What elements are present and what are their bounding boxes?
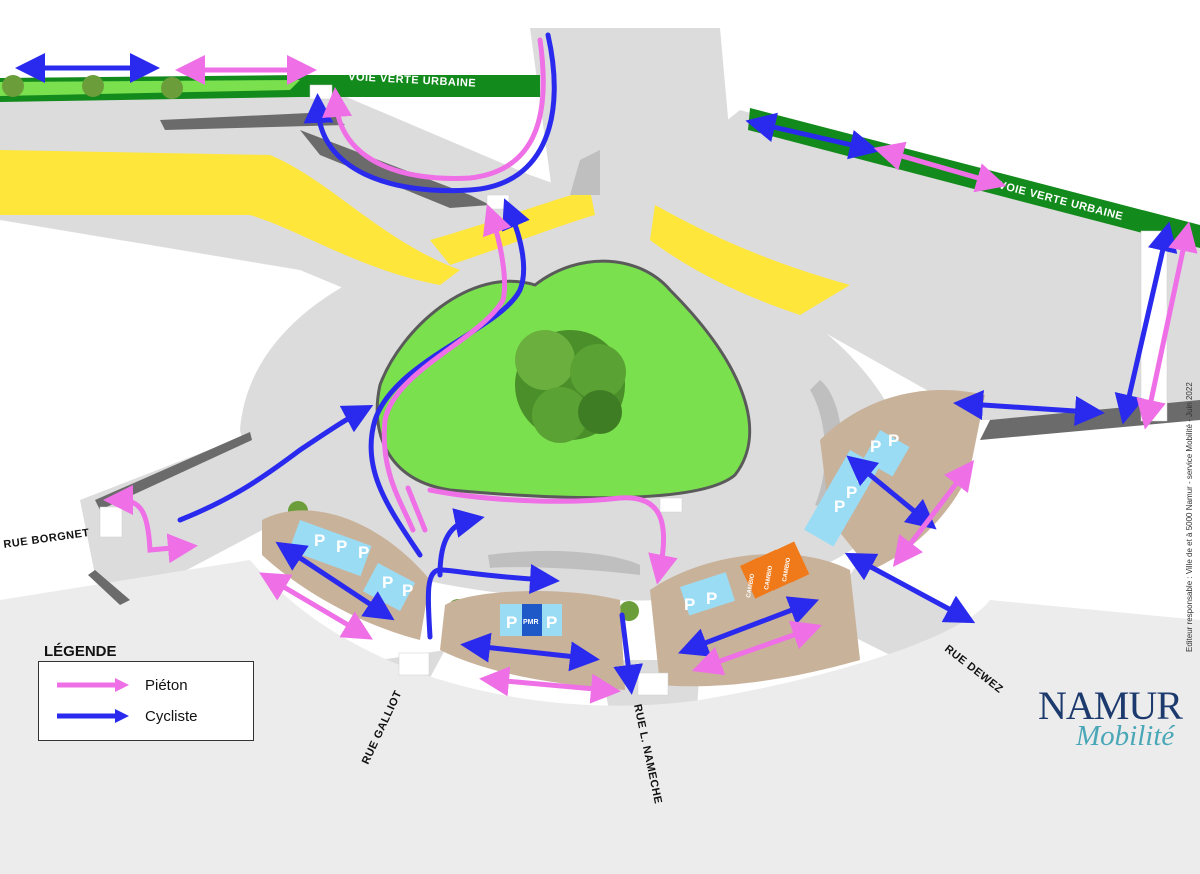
pedestrian-arrow [405, 485, 428, 533]
legend-label-cyclist: Cycliste [145, 707, 198, 725]
parking-p: P [846, 483, 857, 502]
pedestrian-arrow [322, 37, 546, 181]
parking-p: P [358, 543, 369, 562]
pedestrian-arrow [873, 141, 1007, 193]
tree-icon [515, 330, 626, 443]
pedestrian-arrow [259, 572, 373, 640]
pedestrian-arrow-icon [57, 678, 129, 692]
parking-p: P [402, 581, 413, 600]
cyclist-arrow [437, 508, 485, 578]
pedestrian-routes [103, 37, 1198, 704]
legend: Piéton Cycliste [38, 661, 254, 741]
pedestrian-arrow [892, 460, 975, 567]
pedestrian-arrow [691, 620, 823, 676]
publisher-credit: Editeur responsable : Ville de et à 5000… [1185, 382, 1194, 652]
logo-name: NAMUR [1038, 683, 1183, 728]
cyclist-arrow [745, 112, 880, 160]
cyclist-arrow [613, 612, 644, 695]
parking-p: P [382, 573, 393, 592]
legend-label-pedestrian: Piéton [145, 676, 188, 694]
cyclist-arrow-icon [57, 709, 129, 723]
parking-p: P [684, 595, 695, 614]
cyclist-arrow [460, 632, 600, 672]
parking-cambio: CAMBIO [746, 573, 756, 598]
cyclist-arrow [303, 32, 557, 194]
legend-row-cyclist: Cycliste [55, 705, 198, 727]
legend-row-pedestrian: Piéton [55, 674, 188, 696]
pedestrian-arrow [427, 487, 678, 585]
pedestrian-arrow [479, 666, 621, 704]
pedestrian-arrow [1136, 221, 1198, 430]
logo-subtitle: Mobilité [1076, 720, 1175, 752]
pedestrian-arrow [103, 485, 198, 564]
parking-p: P [834, 497, 845, 516]
parking-p: P [314, 531, 325, 550]
namur-mobilite-logo: NAMUR Mobilité [1032, 682, 1183, 762]
cyclist-arrow [368, 198, 530, 558]
parking-cambio: CAMBIO [764, 565, 774, 590]
street-label-borgnet: RUE BORGNET [3, 527, 91, 551]
parking-pmr: PMR [523, 619, 539, 626]
parking-group-galliot: P PMR P [500, 604, 562, 636]
parking-p: P [888, 431, 899, 450]
pedestrian-arrow [381, 203, 512, 533]
cyclist-arrow [177, 404, 374, 523]
legend-title: LÉGENDE [44, 643, 117, 660]
splitter-island-north [570, 150, 600, 195]
parking-p: P [336, 537, 347, 556]
splitter-island-west [488, 550, 640, 575]
parking-p: P [706, 589, 717, 608]
parking-p: P [546, 613, 557, 632]
parking-p: P [506, 613, 517, 632]
parking-p: P [870, 437, 881, 456]
cyclist-arrow [844, 552, 976, 624]
cyclist-arrow [953, 390, 1105, 426]
parking-cambio: CAMBIO [782, 557, 792, 582]
